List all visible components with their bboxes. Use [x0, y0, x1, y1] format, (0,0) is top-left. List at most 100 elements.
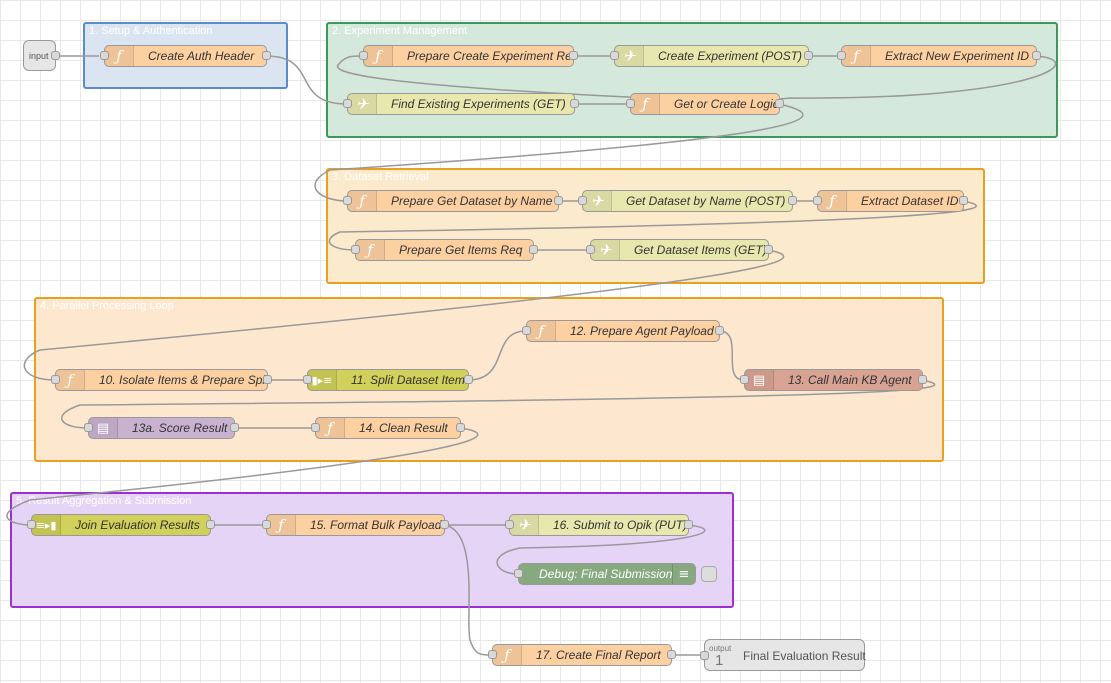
node-prepare-get-dataset[interactable]: ƒ Prepare Get Dataset by Name: [343, 190, 563, 212]
node-extract-dataset-id[interactable]: ƒ Extract Dataset ID: [813, 190, 968, 212]
split-icon: ▮▸≡: [308, 370, 337, 390]
input-port[interactable]: [359, 51, 368, 60]
output-port[interactable]: [684, 520, 693, 529]
node-submit-to-opik[interactable]: ✈ 16. Submit to Opik (PUT): [505, 514, 693, 536]
input-port[interactable]: [578, 196, 587, 205]
output-port[interactable]: [456, 423, 465, 432]
node-score-result[interactable]: ▤ 13a. Score Result: [84, 417, 239, 439]
wire: [443, 524, 493, 656]
output-port[interactable]: [529, 245, 538, 254]
node-label: 15. Format Bulk Payload: [310, 518, 442, 532]
output-port[interactable]: [918, 375, 927, 384]
wire: [265, 55, 348, 105]
function-icon: ƒ: [348, 191, 377, 211]
input-port[interactable]: [505, 520, 514, 529]
node-label: Join Evaluation Results: [75, 518, 200, 532]
node-label: 16. Submit to Opik (PUT): [553, 518, 688, 532]
node-get-dataset-by-name[interactable]: ✈ Get Dataset by Name (POST): [578, 190, 797, 212]
node-find-existing-experiments[interactable]: ✈ Find Existing Experiments (GET): [343, 93, 579, 115]
debug-list-icon: ≡: [672, 564, 695, 584]
node-prepare-agent-payload[interactable]: ƒ 12. Prepare Agent Payload: [522, 320, 724, 342]
node-isolate-items[interactable]: ƒ 10. Isolate Items & Prepare Split: [51, 369, 272, 391]
input-port[interactable]: [837, 51, 846, 60]
output-port[interactable]: [464, 375, 473, 384]
function-icon: ƒ: [493, 645, 522, 665]
input-port[interactable]: [51, 375, 60, 384]
output-port[interactable]: [959, 196, 968, 205]
input-port[interactable]: [27, 520, 36, 529]
input-port[interactable]: [488, 650, 497, 659]
node-label: Get Dataset Items (GET): [634, 243, 767, 257]
node-split-dataset-items[interactable]: ▮▸≡ 11. Split Dataset Items: [303, 369, 473, 391]
group-label: 1. Setup & Authentication: [89, 25, 213, 37]
node-label: input: [29, 50, 49, 61]
node-create-auth-header[interactable]: ƒ Create Auth Header: [100, 45, 271, 67]
output-port[interactable]: [1032, 51, 1041, 60]
input-port[interactable]: [626, 99, 635, 108]
node-prepare-create-experiment[interactable]: ƒ Prepare Create Experiment Req: [359, 45, 578, 67]
group-label: 2. Experiment Management: [332, 25, 468, 37]
output-port[interactable]: [206, 520, 215, 529]
output-port[interactable]: [667, 650, 676, 659]
output-port[interactable]: [788, 196, 797, 205]
output-port[interactable]: [262, 51, 271, 60]
input-port[interactable]: [522, 326, 531, 335]
join-icon: ≡▸▮: [32, 515, 61, 535]
node-get-or-create-logic[interactable]: ƒ Get or Create Logic: [626, 93, 784, 115]
wire: [6, 427, 479, 526]
input-port[interactable]: [740, 375, 749, 384]
output-port[interactable]: [230, 423, 239, 432]
node-label: 13. Call Main KB Agent: [788, 373, 912, 387]
output-port[interactable]: [775, 99, 784, 108]
input-port[interactable]: [610, 51, 619, 60]
output-port[interactable]: [715, 326, 724, 335]
input-port[interactable]: [84, 423, 93, 432]
output-port[interactable]: [263, 375, 272, 384]
input-node[interactable]: input: [23, 40, 60, 71]
input-port[interactable]: [100, 51, 109, 60]
input-port[interactable]: [351, 245, 360, 254]
input-port[interactable]: [813, 196, 822, 205]
wire: [718, 330, 745, 381]
node-clean-result[interactable]: ƒ 14. Clean Result: [311, 417, 465, 439]
wire: [61, 379, 936, 429]
input-port[interactable]: [343, 99, 352, 108]
node-label: 10. Isolate Items & Prepare Split: [99, 373, 267, 387]
input-port[interactable]: [514, 569, 523, 578]
output-port[interactable]: [570, 99, 579, 108]
input-port[interactable]: [586, 245, 595, 254]
subflow-icon: ▤: [89, 418, 118, 438]
node-debug-final-submission[interactable]: Debug: Final Submission ≡: [514, 563, 717, 585]
output-node[interactable]: output 1 Final Evaluation Result: [700, 639, 866, 671]
input-port[interactable]: [262, 520, 271, 529]
output-port[interactable]: [569, 51, 578, 60]
debug-toggle-button[interactable]: [701, 566, 717, 582]
group-experiment-management[interactable]: 2. Experiment Management: [326, 22, 1058, 138]
function-icon: ƒ: [631, 94, 660, 114]
output-port[interactable]: [51, 51, 60, 60]
input-port[interactable]: [303, 375, 312, 384]
wire: [328, 200, 977, 251]
function-icon: ƒ: [105, 46, 134, 66]
function-icon: ƒ: [316, 418, 345, 438]
node-format-bulk-payload[interactable]: ƒ 15. Format Bulk Payload: [262, 514, 449, 536]
input-port[interactable]: [343, 196, 352, 205]
output-port[interactable]: [554, 196, 563, 205]
node-prepare-get-items[interactable]: ƒ Prepare Get Items Req: [351, 239, 538, 261]
node-call-main-kb-agent[interactable]: ▤ 13. Call Main KB Agent: [740, 369, 927, 391]
input-port[interactable]: [700, 651, 709, 660]
node-create-experiment[interactable]: ✈ Create Experiment (POST): [610, 45, 813, 67]
group-result-aggregation-submission[interactable]: 5. Result Aggregation & Submission: [10, 492, 734, 608]
input-port[interactable]: [311, 423, 320, 432]
output-port[interactable]: [804, 51, 813, 60]
node-get-dataset-items[interactable]: ✈ Get Dataset Items (GET): [586, 239, 773, 261]
output-port[interactable]: [440, 520, 449, 529]
function-icon: ƒ: [267, 515, 296, 535]
node-extract-experiment-id[interactable]: ƒ Extract New Experiment ID: [837, 45, 1041, 67]
wire: [769, 55, 1057, 101]
subflow-icon: ▤: [745, 370, 774, 390]
node-join-evaluation-results[interactable]: ≡▸▮ Join Evaluation Results: [27, 514, 215, 536]
output-port[interactable]: [764, 245, 773, 254]
node-create-final-report[interactable]: ƒ 17. Create Final Report: [488, 644, 676, 666]
